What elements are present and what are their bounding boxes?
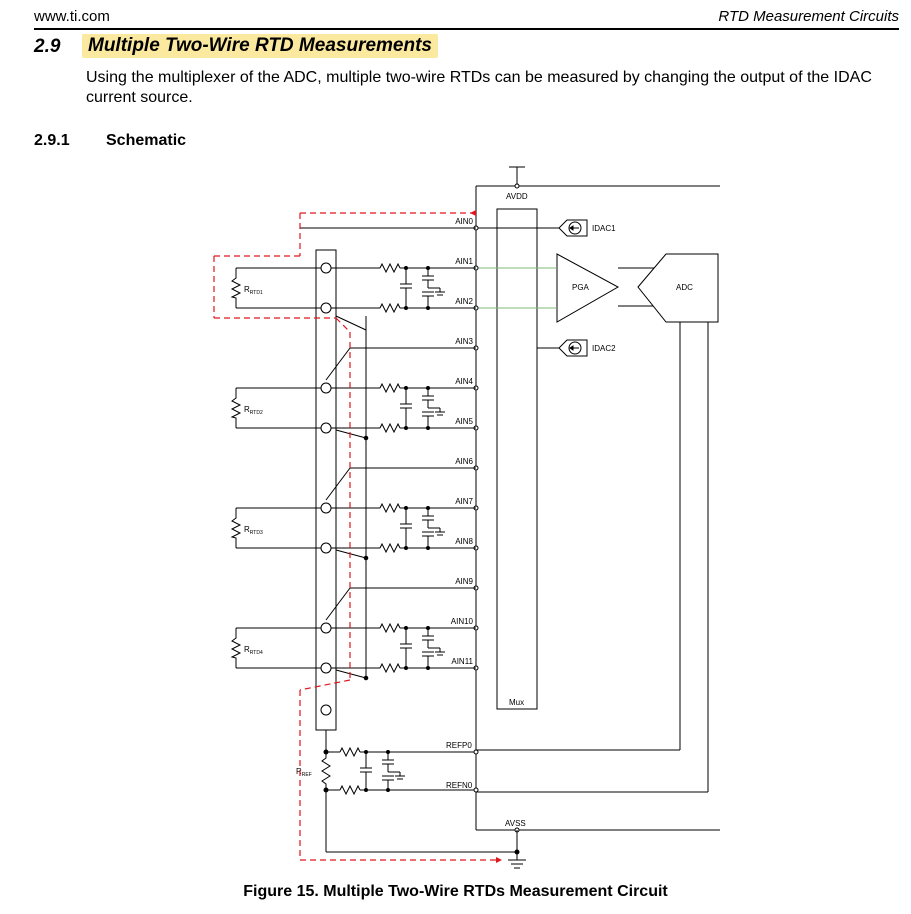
ain-label-6: AIN6 [455, 457, 473, 466]
rtd-label-2: RRTD2 [244, 405, 263, 416]
ain-label-0: AIN0 [455, 217, 473, 226]
ain-label-11: AIN11 [451, 657, 473, 666]
avdd-label: AVDD [506, 192, 528, 201]
rtd-label-1: RRTD1 [244, 285, 263, 296]
rtd-label-3: RRTD3 [244, 525, 263, 536]
subsection-number: 2.9.1 [34, 132, 70, 149]
ain-label-1: AIN1 [455, 257, 473, 266]
ain-label-10: AIN10 [451, 617, 474, 626]
ain-label-2: AIN2 [455, 297, 473, 306]
ain-label-8: AIN8 [455, 537, 473, 546]
header-rule [34, 28, 899, 30]
chapter-title: RTD Measurement Circuits [718, 8, 899, 25]
refp-label: REFP0 [446, 741, 472, 750]
subsection-title: Schematic [106, 132, 187, 149]
section-number: 2.9 [34, 36, 61, 57]
mux-label: Mux [509, 698, 524, 707]
adc-label: ADC [676, 283, 693, 292]
section-title: Multiple Two-Wire RTD Measurements [82, 34, 438, 58]
section-body: Using the multiplexer of the ADC, multip… [86, 69, 872, 106]
idac2-label: IDAC2 [592, 344, 616, 353]
ain-label-5: AIN5 [455, 417, 473, 426]
ain-label-3: AIN3 [455, 337, 473, 346]
avss-label: AVSS [505, 819, 526, 828]
pga-label: PGA [572, 283, 590, 292]
rref-label: RREF [296, 767, 312, 778]
ain-label-4: AIN4 [455, 377, 473, 386]
ain-label-9: AIN9 [455, 577, 473, 586]
ain-label-7: AIN7 [455, 497, 473, 506]
idac1-label: IDAC1 [592, 224, 616, 233]
site-url[interactable]: www.ti.com [34, 8, 110, 25]
refn-label: REFN0 [446, 781, 473, 790]
rtd-label-4: RRTD4 [244, 645, 263, 656]
figure-caption: Figure 15. Multiple Two-Wire RTDs Measur… [243, 883, 668, 900]
